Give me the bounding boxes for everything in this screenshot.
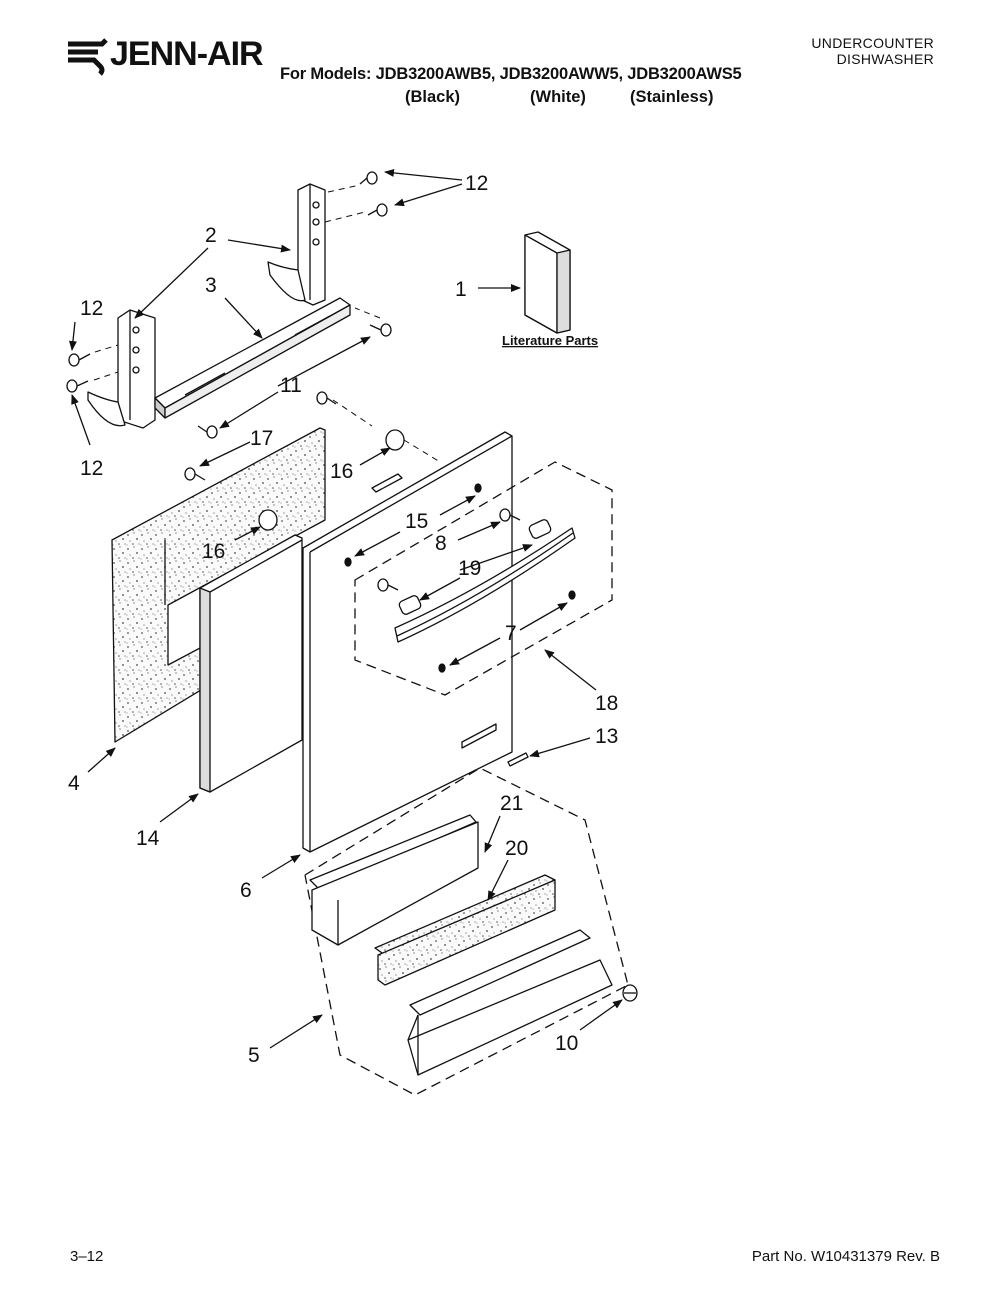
callout-number: 12: [465, 172, 488, 195]
callout-number: 16: [202, 540, 225, 563]
callout-number: 1: [455, 278, 467, 301]
outer-door-panel: [302, 431, 513, 853]
inner-door-panel: [199, 534, 303, 793]
screws: [66, 171, 392, 481]
callout-number: 16: [330, 460, 353, 483]
callout-number: 11: [280, 374, 302, 397]
mounting-bracket-left: [87, 309, 156, 429]
brand-logo: JENN-AIR: [64, 30, 274, 78]
toe-kick-screw: [622, 984, 638, 1002]
product-type: UNDERCOUNTER DISHWASHER: [811, 35, 934, 67]
door-handle: [344, 483, 576, 673]
callout-number: 10: [555, 1032, 578, 1055]
felt-pad-upper: [385, 429, 405, 451]
callout-number: 6: [240, 879, 252, 902]
callout-number: 3: [205, 274, 217, 297]
callout-number: 8: [435, 532, 447, 555]
models-heading: For Models: JDB3200AWB5, JDB3200AWW5, JD…: [280, 65, 742, 83]
toe-kick-panel: [407, 929, 613, 1076]
callout-number: 4: [68, 772, 80, 795]
trim-clip: [507, 752, 529, 767]
callout-number: 2: [205, 224, 217, 247]
variant-black: (Black): [405, 88, 461, 106]
callout-number: 21: [500, 792, 523, 815]
variant-white: (White): [530, 88, 586, 106]
callout-numbers: 12 2 1 3 12 11 12 17 16 15 16 8 19 7 18 …: [68, 172, 618, 1067]
callout-number: 17: [250, 427, 273, 450]
callout-leaders: [68, 168, 623, 1049]
foam-strip: [374, 874, 556, 986]
callout-number: 12: [80, 457, 103, 480]
extension-lines: [93, 184, 441, 463]
felt-pad-lower: [258, 509, 278, 531]
lower-insulation-block: [309, 814, 479, 946]
callout-number: 13: [595, 725, 618, 748]
literature-booklet: [524, 231, 571, 334]
handle-assembly-outline: [354, 461, 613, 696]
callout-number: 12: [80, 297, 103, 320]
variant-stainless: (Stainless): [630, 88, 714, 106]
callout-number: 5: [248, 1044, 260, 1067]
callout-number: 14: [136, 827, 160, 850]
spacer-strip: [371, 473, 403, 493]
toe-kick-assembly-outline: [304, 767, 629, 1096]
mounting-bracket-right: [267, 183, 326, 306]
product-line-1: UNDERCOUNTER: [811, 35, 934, 51]
support-crossbar: [154, 297, 351, 419]
brand-mark-icon: [68, 38, 108, 76]
callout-number: 15: [405, 510, 428, 533]
callout-number: 19: [458, 557, 481, 580]
page-number: 3–12: [70, 1248, 104, 1265]
part-number: Part No. W10431379 Rev. B: [751, 1248, 940, 1265]
callout-number: 20: [505, 837, 528, 860]
callout-number: 18: [595, 692, 618, 715]
product-line-2: DISHWASHER: [836, 51, 934, 67]
callout-number: 7: [505, 622, 517, 645]
brand-name: JENN-AIR: [110, 35, 264, 73]
literature-parts-label: Literature Parts: [502, 333, 598, 348]
